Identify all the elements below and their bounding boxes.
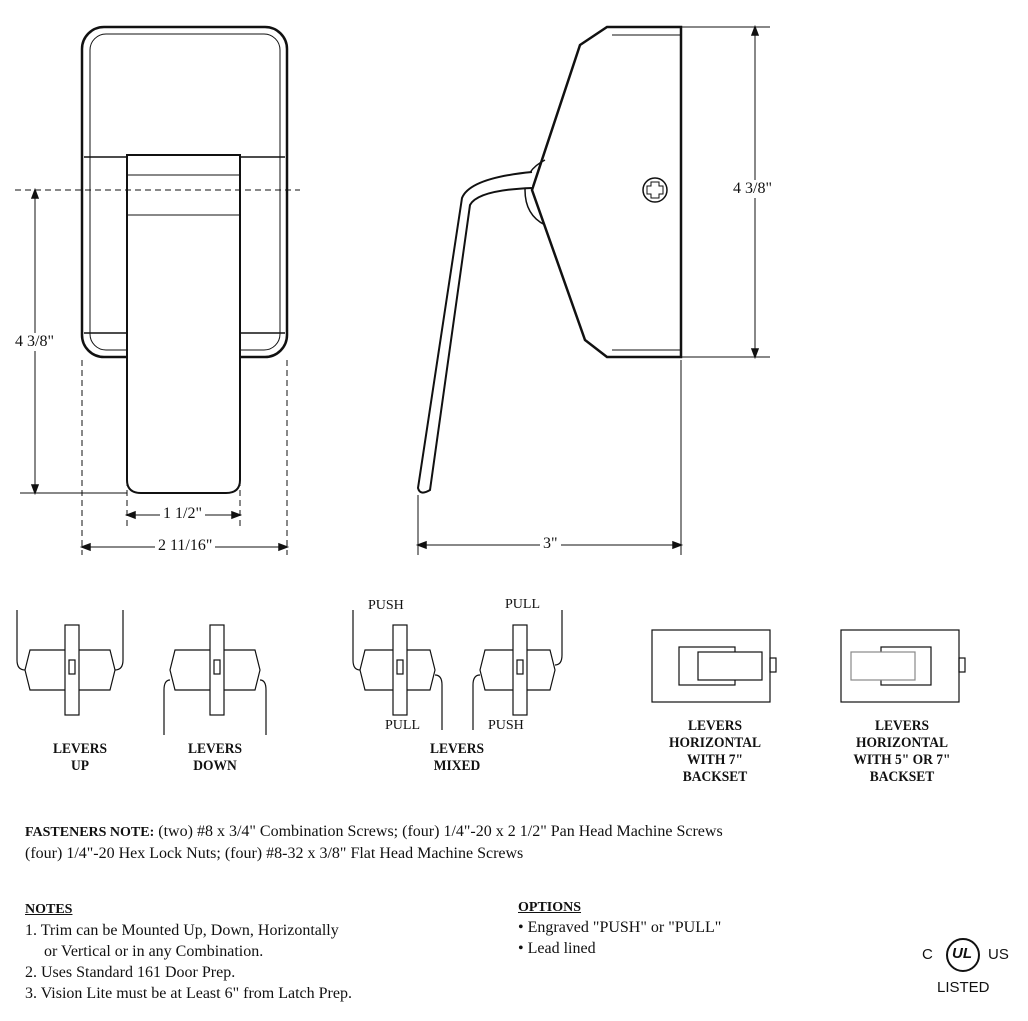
front-view [15, 25, 300, 555]
caption-levers-mixed: LEVERS MIXED [412, 741, 502, 775]
levers-down-diagram [163, 624, 267, 735]
ul-c-mark: C [922, 946, 933, 963]
caption-line: LEVERS [687, 718, 743, 734]
levers-horizontal-5-7-diagram [840, 629, 966, 703]
caption-levers-horizontal-7: LEVERS HORIZONTAL WITH 7" BACKSET [648, 718, 783, 786]
fasteners-line: (two) #8 x 3/4" Combination Screws; (fou… [158, 823, 723, 840]
plate-width-dimension: 2 11/16" [155, 537, 216, 555]
caption-line: WITH 5" OR 7" [853, 752, 951, 768]
pull-label: PULL [505, 597, 540, 612]
fasteners-note: FASTENERS NOTE: (two) #8 x 3/4" Combinat… [25, 823, 723, 841]
option-item: • Engraved "PUSH" or "PULL" [518, 919, 722, 936]
levers-mixed-pull-diagram [472, 610, 563, 730]
ul-us-mark: US [988, 946, 1009, 963]
levers-horizontal-7-diagram [651, 629, 777, 703]
options-title: OPTIONS [518, 900, 582, 915]
push-label: PUSH [488, 718, 524, 733]
pull-label: PULL [385, 718, 420, 733]
fasteners-label: FASTENERS NOTE: [25, 825, 155, 840]
side-view [415, 24, 770, 555]
caption-line: BACKSET [682, 769, 748, 785]
lever-width-dimension: 1 1/2" [160, 505, 205, 523]
ul-center-mark: UL [952, 945, 972, 962]
caption-line: HORIZONTAL [855, 735, 949, 751]
caption-line: LEVERS [874, 718, 930, 734]
levers-mixed-push-diagram [352, 610, 443, 730]
caption-line: HORIZONTAL [668, 735, 762, 751]
levers-up-diagram [16, 610, 124, 716]
caption-line: DOWN [193, 758, 237, 774]
note-item: or Vertical or in any Combination. [44, 943, 264, 960]
caption-levers-horizontal-5-7: LEVERS HORIZONTAL WITH 5" OR 7" BACKSET [835, 718, 970, 786]
side-height-dimension: 4 3/8" [730, 180, 775, 198]
note-item: 1. Trim can be Mounted Up, Down, Horizon… [25, 922, 339, 939]
option-item: • Lead lined [518, 940, 596, 957]
caption-levers-down: LEVERS DOWN [170, 741, 260, 775]
push-label: PUSH [368, 598, 404, 613]
caption-line: WITH 7" [687, 752, 743, 768]
caption-line: BACKSET [869, 769, 935, 785]
caption-line: LEVERS [429, 741, 485, 757]
caption-line: MIXED [433, 758, 481, 774]
caption-levers-up: LEVERS UP [35, 741, 125, 775]
projection-dimension: 3" [540, 535, 561, 553]
front-height-dimension: 4 3/8" [12, 333, 57, 351]
caption-line: LEVERS [52, 741, 108, 757]
note-item: 3. Vision Lite must be at Least 6" from … [25, 985, 352, 1002]
fasteners-line: (four) 1/4"-20 Hex Lock Nuts; (four) #8-… [25, 845, 524, 862]
caption-line: UP [71, 758, 89, 774]
notes-title: NOTES [25, 902, 73, 917]
ul-listed-text: LISTED [937, 979, 990, 996]
ul-listed-logo [946, 938, 980, 972]
caption-line: LEVERS [187, 741, 243, 757]
note-item: 2. Uses Standard 161 Door Prep. [25, 964, 236, 981]
